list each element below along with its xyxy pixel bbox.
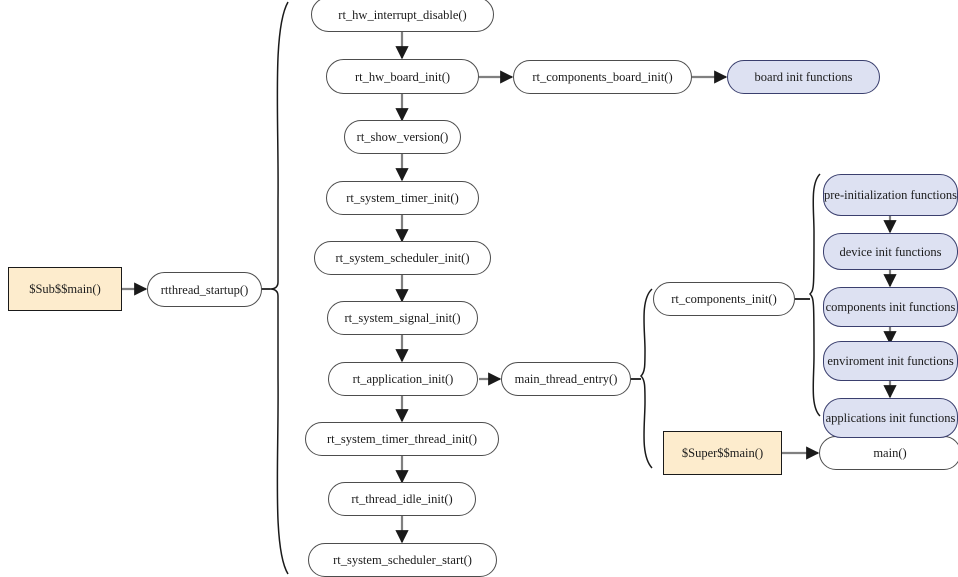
brace-main-thread-entry (631, 288, 653, 469)
node-rt-system-timer-init[interactable]: rt_system_timer_init() (326, 181, 479, 215)
node-label: applications init functions (825, 410, 956, 425)
node-device-init-functions[interactable]: device init functions (823, 233, 958, 270)
node-label: rt_hw_interrupt_disable() (338, 7, 467, 22)
node-label: $Sub$$main() (29, 282, 101, 296)
node-label: components init functions (825, 299, 956, 314)
node-label: rt_system_scheduler_init() (335, 251, 470, 265)
node-label: rt_components_board_init() (532, 70, 673, 84)
node-label: rt_show_version() (356, 130, 449, 144)
node-enviroment-init-functions[interactable]: enviroment init functions (823, 341, 958, 381)
node-rt-system-signal-init[interactable]: rt_system_signal_init() (327, 301, 478, 335)
node-label: main_thread_entry() (514, 372, 618, 386)
node-components-init-functions[interactable]: components init functions (823, 287, 958, 327)
node-label: device init functions (839, 244, 942, 259)
node-label: $Super$$main() (681, 446, 764, 460)
node-label: pre-initialization functions (824, 187, 957, 202)
node-main-thread-entry[interactable]: main_thread_entry() (501, 362, 631, 396)
node-label: rt_thread_idle_init() (351, 492, 453, 506)
node-label: board init functions (754, 70, 853, 84)
node-rtthread-startup[interactable]: rtthread_startup() (147, 272, 262, 307)
node-rt-hw-board-init[interactable]: rt_hw_board_init() (326, 59, 479, 94)
node-label: rt_system_signal_init() (344, 311, 461, 325)
node-label: main() (873, 446, 907, 460)
node-sub-main[interactable]: $Sub$$main() (8, 267, 122, 311)
node-label: rt_system_scheduler_start() (333, 553, 472, 567)
node-rt-hw-interrupt-disable[interactable]: rt_hw_interrupt_disable() (311, 0, 494, 32)
node-super-main[interactable]: $Super$$main() (663, 431, 782, 475)
node-main[interactable]: main() (819, 436, 958, 470)
node-applications-init-functions[interactable]: applications init functions (823, 398, 958, 438)
node-label: rt_system_timer_thread_init() (327, 432, 477, 446)
node-rt-application-init[interactable]: rt_application_init() (328, 362, 478, 396)
node-label: rt_components_init() (671, 292, 777, 306)
node-rt-system-scheduler-init[interactable]: rt_system_scheduler_init() (314, 241, 491, 275)
brace-components-init (795, 173, 821, 417)
node-rt-components-init[interactable]: rt_components_init() (653, 282, 795, 316)
node-board-init-functions[interactable]: board init functions (727, 60, 880, 94)
node-rt-thread-idle-init[interactable]: rt_thread_idle_init() (328, 482, 476, 516)
node-rt-show-version[interactable]: rt_show_version() (344, 120, 461, 154)
node-label: rt_application_init() (352, 372, 454, 386)
node-label: rtthread_startup() (160, 282, 249, 297)
node-pre-initialization-functions[interactable]: pre-initialization functions (823, 174, 958, 216)
node-label: rt_system_timer_init() (346, 191, 459, 205)
node-rt-system-timer-thread-init[interactable]: rt_system_timer_thread_init() (305, 422, 499, 456)
node-rt-components-board-init[interactable]: rt_components_board_init() (513, 60, 692, 94)
node-label: enviroment init functions (827, 353, 954, 368)
node-label: rt_hw_board_init() (354, 69, 451, 84)
node-rt-system-scheduler-start[interactable]: rt_system_scheduler_start() (308, 543, 497, 577)
